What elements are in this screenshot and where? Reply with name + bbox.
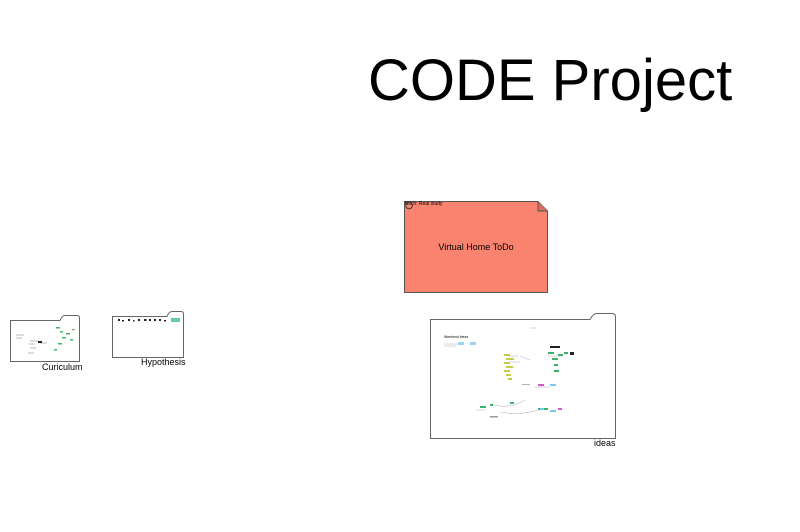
- ideas-preview-heading: Weekend ideas: [444, 335, 468, 339]
- card-shape: [404, 201, 548, 293]
- page-title: CODE Project: [368, 48, 733, 113]
- folder-curiculum[interactable]: Curiculum: [10, 315, 83, 373]
- folder-ideas-thumbnail: Weekend ideas: [430, 313, 616, 439]
- card-tag: Bitch: Real study: [405, 201, 443, 207]
- folder-label: Hypothesis: [141, 357, 186, 367]
- folder-label: Curiculum: [42, 362, 83, 372]
- folder-curiculum-thumbnail: [10, 315, 80, 362]
- link-icon[interactable]: [404, 201, 413, 210]
- card-text: Virtual Home ToDo: [438, 242, 514, 252]
- virtual-home-card[interactable]: Bitch: Real study Virtual Home ToDo: [404, 201, 548, 293]
- folder-hypothesis-thumbnail: [112, 311, 184, 358]
- folder-hypothesis[interactable]: Hypothesis: [112, 311, 186, 369]
- folder-ideas[interactable]: Weekend ideas: [430, 312, 620, 452]
- folder-label: ideas: [594, 438, 616, 448]
